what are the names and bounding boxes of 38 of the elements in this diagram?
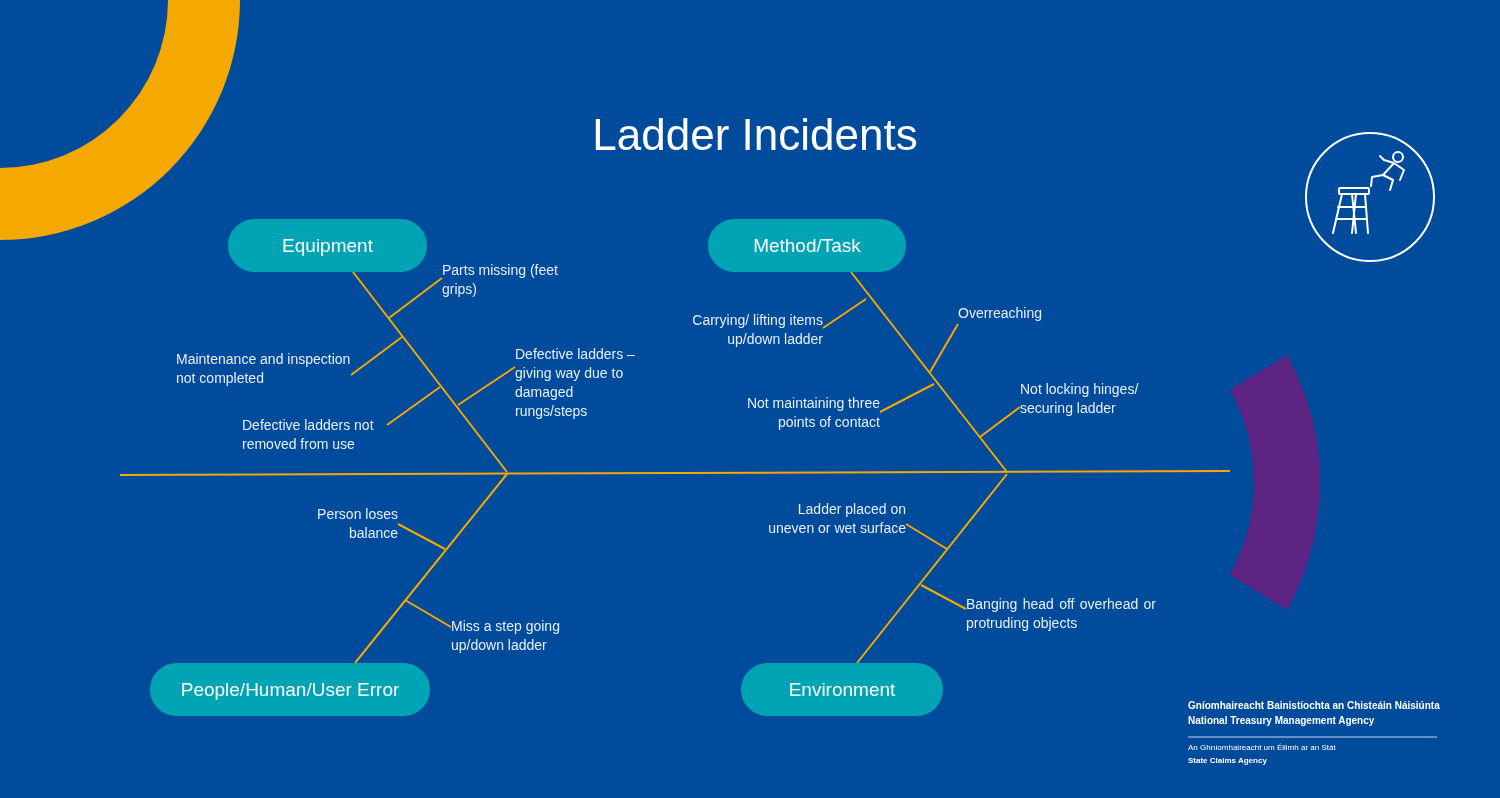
- cause-text: Person loses balance: [300, 505, 398, 545]
- leader-line: [388, 277, 443, 319]
- bone-line: [856, 473, 1008, 664]
- cause-text: Defective ladders not removed from use: [242, 416, 387, 456]
- cause-text: Carrying/ lifting items up/down ladder: [672, 311, 823, 351]
- leader-line: [350, 336, 403, 376]
- leader-line: [905, 523, 948, 550]
- cause-text: Banging head off overhead or protruding objects: [966, 595, 1156, 635]
- cause-text: Parts missing (feet grips): [442, 261, 572, 301]
- leader-line: [397, 523, 446, 550]
- cause-text: Not maintaining three points of contact: [730, 394, 880, 434]
- agency-name-text: An Ghníomhaireacht um Éilimh ar an Stát: [1188, 743, 1336, 752]
- cause-text: Miss a step going up/down ladder: [451, 617, 576, 657]
- agency-name-text: Gníomhaireacht Bainistíochta an Chisteáin Náisiúnta: [1188, 700, 1440, 711]
- leader-line: [929, 323, 959, 373]
- diagram-title: Ladder Incidents: [591, 110, 919, 160]
- leader-line: [404, 599, 452, 628]
- leader-line: [979, 406, 1021, 438]
- bone-line: [352, 271, 508, 473]
- cause-text: Maintenance and inspection not completed: [176, 350, 351, 390]
- cause-text: Not locking hinges/ securing ladder: [1020, 380, 1155, 420]
- leader-line: [386, 386, 441, 426]
- category-pill: People/Human/User Error: [150, 663, 430, 716]
- bone-line: [850, 271, 1008, 473]
- category-pill: Equipment: [228, 219, 427, 272]
- leader-line: [457, 366, 516, 406]
- cause-text: Overreaching: [958, 304, 1058, 324]
- agency-name-text: State Claims Agency: [1188, 756, 1267, 765]
- agency-name-text: National Treasury Management Agency: [1188, 715, 1375, 726]
- leader-line: [822, 298, 867, 329]
- bone-line: [354, 473, 508, 664]
- leader-line: [920, 584, 967, 610]
- cause-text: Defective ladders – giving way due to damaged rungs/steps: [515, 345, 637, 425]
- category-pill: Method/Task: [708, 219, 906, 272]
- cause-text: Ladder placed on uneven or wet surface: [755, 500, 906, 540]
- spine-line: [119, 470, 1231, 476]
- leader-line: [879, 383, 935, 413]
- category-pill: Environment: [741, 663, 943, 716]
